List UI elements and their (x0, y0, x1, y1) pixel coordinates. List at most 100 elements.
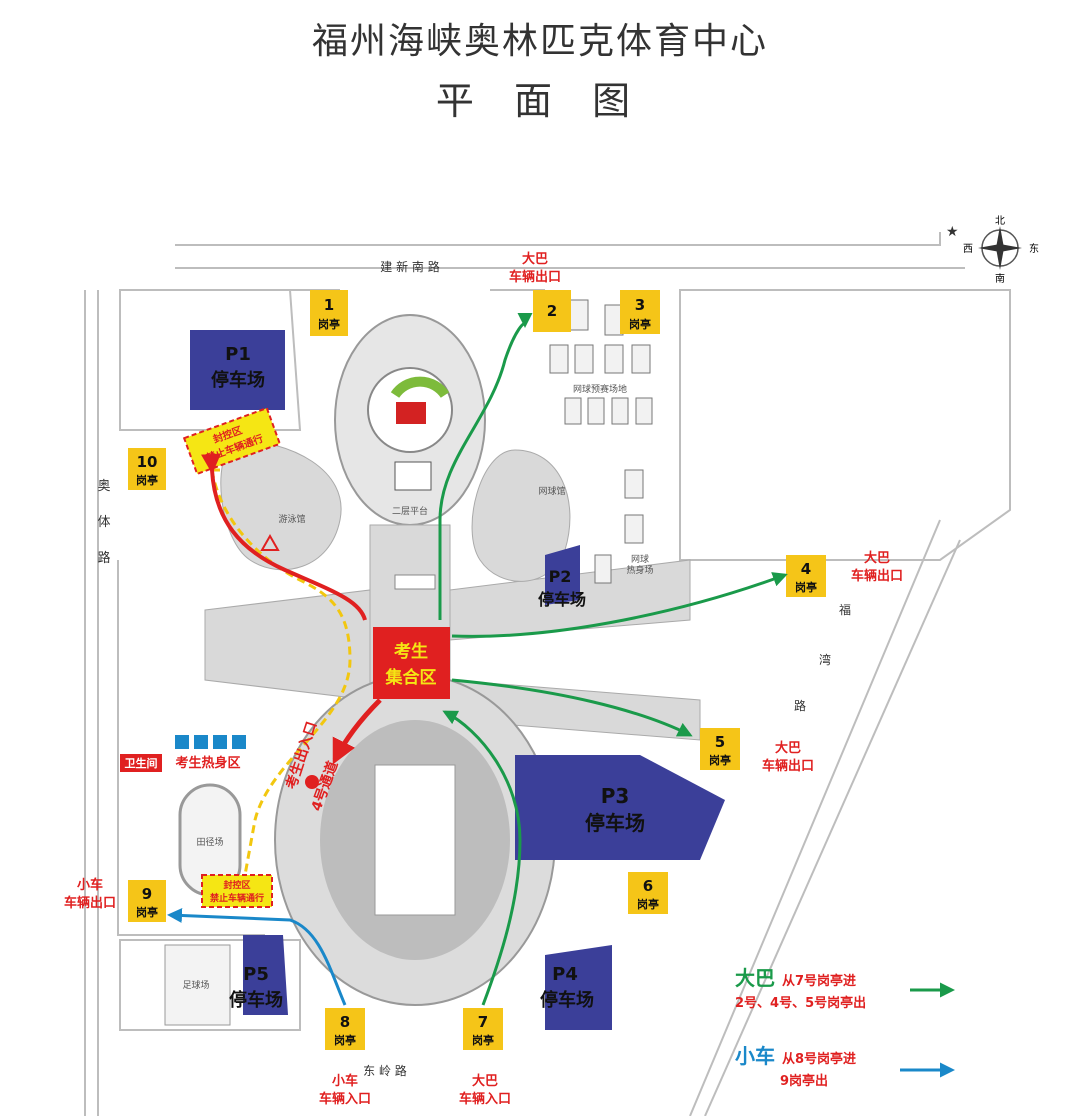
closed-zone-bottom: 封控区 禁止车辆通行 (201, 874, 273, 908)
booth-3-label: 岗亭 (629, 317, 651, 331)
assembly-label-2: 集合区 (385, 667, 437, 688)
parking-p3-area (515, 755, 725, 860)
booth-4-num: 4 (801, 560, 811, 578)
booth-2-num: 2 (547, 302, 557, 320)
parking-p4-label: 停车场 (540, 989, 594, 1011)
bus-east4-2: 车辆出口 (851, 568, 903, 584)
toilet-label: 卫生间 (125, 756, 158, 770)
tennis-label: 网球馆 (538, 485, 565, 497)
booth-10-num: 10 (137, 453, 158, 471)
swim-label: 游泳馆 (278, 513, 305, 525)
parking-p5-label: 停车场 (229, 989, 283, 1011)
car-west-1: 小车 (77, 877, 103, 893)
road-north-label: 建 新 南 路 (380, 259, 439, 274)
compass-n: 北 (995, 215, 1005, 227)
green-route-4 (451, 572, 788, 638)
legend-bus-l2: 2号、4号、5号岗亭出 (735, 995, 866, 1011)
parking-p3-code: P3 (601, 784, 630, 808)
second-platform-label: 二层平台 (392, 505, 428, 517)
red-route-south (332, 698, 382, 765)
green-route-7 (442, 710, 522, 1006)
tennis-courts (549, 299, 653, 584)
booth-4-label: 岗亭 (795, 580, 817, 594)
road-west-3: 路 (97, 550, 110, 566)
parking-p5-area (243, 935, 288, 1015)
compass-w: 西 (963, 244, 973, 255)
booth-10-label: 岗亭 (136, 473, 158, 487)
closed-bottom-2: 禁止车辆通行 (210, 892, 264, 904)
booth-5-label: 岗亭 (709, 753, 731, 767)
road-east-3: 路 (794, 698, 806, 713)
warmup-label: 考生热身区 (175, 755, 240, 771)
booth-9-label: 岗亭 (136, 905, 158, 919)
legend-car-l1: 从8号岗亭进 (782, 1051, 856, 1067)
parking-p1-code: P1 (225, 344, 251, 365)
tennis-practice-label: 网球预赛场地 (573, 383, 627, 395)
map-subtitle: 平 面 图 (435, 79, 645, 123)
road-south-label: 东 岭 路 (363, 1063, 407, 1078)
green-route-2 (438, 312, 533, 620)
routes (167, 312, 788, 1006)
parking-p3-label: 停车场 (585, 811, 645, 835)
car-in-2: 车辆入口 (319, 1091, 371, 1107)
tennis-warm-2: 热身场 (626, 564, 653, 576)
parking-p2-area (545, 545, 580, 605)
booth-7-num: 7 (478, 1013, 488, 1031)
booth-3-num: 3 (635, 296, 645, 314)
compass-icon: 北 东 西 南 (963, 215, 1039, 285)
booth-1-label: 岗亭 (318, 317, 340, 331)
bus-top-1: 大巴 (522, 251, 548, 267)
booth-9-num: 9 (142, 885, 152, 903)
parking-p4-area (545, 945, 612, 1030)
guard-booths: 1 岗亭 2 3 岗亭 4 岗亭 5 岗亭 6 岗亭 7 岗亭 8 岗亭 9 岗亭 10 岗亭 (128, 290, 826, 1050)
legend: 大巴 从7号岗亭进 2号、4号、5号岗亭出 小车 从8号岗亭进 9岗亭出 (735, 966, 955, 1089)
yellow-dashed-route (210, 469, 352, 876)
parking-p2-code: P2 (549, 567, 572, 586)
booth-8-num: 8 (340, 1013, 350, 1031)
car-west-2: 车辆出口 (64, 895, 116, 911)
football-label: 足球场 (182, 979, 209, 991)
bus-east5-2: 车辆出口 (762, 758, 814, 774)
booth-6-num: 6 (643, 877, 653, 895)
bus-east5-1: 大巴 (775, 740, 801, 756)
exit-labels: 大巴 车辆出口 大巴 车辆出口 大巴 车辆出口 小车 车辆出口 小车 车辆入口 … (64, 251, 903, 1107)
blue-route-8-9 (167, 908, 347, 1006)
star-icon: ★ (946, 224, 959, 240)
track-label: 田径场 (196, 836, 223, 848)
booth-1-num: 1 (324, 296, 334, 314)
warmup-area: 卫生间 考生热身区 (120, 735, 246, 772)
venue-labels: 游泳馆 网球馆 网球预赛场地 网球 热身场 田径场 足球场 二层平台 (182, 383, 653, 991)
map-title: 福州海峡奥林匹克体育中心 (311, 21, 768, 62)
closed-bottom-1: 封控区 (223, 879, 250, 891)
legend-car-l2: 9岗亭出 (780, 1073, 828, 1089)
road-west-1: 奥 (97, 479, 110, 494)
parking-labels: P1 停车场 P2 停车场 P3 停车场 P4 停车场 P5 停车场 (211, 344, 645, 1011)
parking-p1-label: 停车场 (211, 369, 265, 391)
road-east-2: 湾 (819, 652, 831, 667)
venue-structures (164, 314, 701, 1026)
legend-car-title: 小车 (735, 1044, 775, 1068)
parking-p1-area (190, 330, 285, 410)
legend-bus-l1: 从7号岗亭进 (782, 973, 856, 989)
bus-top-2: 车辆出口 (509, 269, 561, 285)
compass-e: 东 (1029, 242, 1039, 255)
entrance-dot (305, 775, 319, 789)
road-outlines (84, 232, 1011, 1116)
booth-7-label: 岗亭 (472, 1033, 494, 1047)
booth-5-num: 5 (715, 733, 725, 751)
bus-in-1: 大巴 (472, 1073, 498, 1089)
red-route-north (201, 453, 367, 621)
assembly-label-1: 考生 (393, 641, 428, 662)
green-route-5 (451, 678, 693, 737)
tennis-warm-1: 网球 (631, 553, 649, 565)
bus-east4-1: 大巴 (864, 550, 890, 566)
legend-bus-title: 大巴 (735, 966, 775, 990)
parking-p2-label: 停车场 (538, 590, 586, 609)
road-east-1: 福 (839, 602, 851, 617)
red-triangle-icon (260, 533, 280, 551)
assembly-zone: 考生 集合区 (373, 627, 450, 699)
booth-8-label: 岗亭 (334, 1033, 356, 1047)
car-in-1: 小车 (332, 1073, 358, 1089)
booth-6-label: 岗亭 (637, 897, 659, 911)
